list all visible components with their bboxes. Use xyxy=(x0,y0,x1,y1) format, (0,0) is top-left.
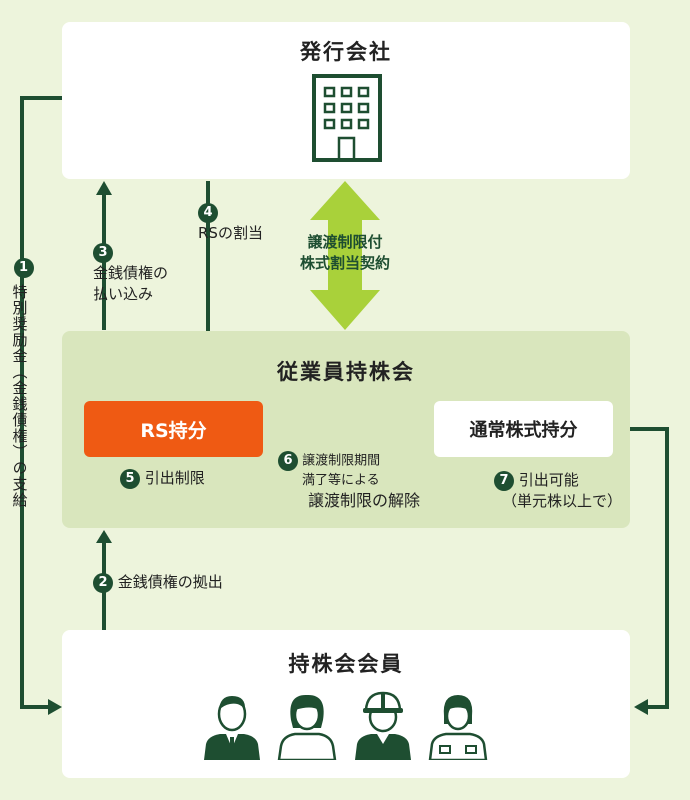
members-title: 持株会会員 xyxy=(288,652,404,676)
step-6-line-3: 譲渡制限の解除 xyxy=(308,491,421,510)
step-6-line-2: 満了等による xyxy=(302,473,380,488)
contract-line-2: 株式割当契約 xyxy=(299,254,390,272)
step-7-line-1: 引出可能 xyxy=(518,471,579,489)
businessman-icon xyxy=(204,696,260,760)
issuer-box: 発行会社 xyxy=(62,22,630,179)
step-5-label: 5 引出制限 xyxy=(120,468,205,489)
step-5-text: 引出制限 xyxy=(144,469,205,487)
step-1-number: 1 xyxy=(14,258,34,278)
step-4-label: 4 RSの割当 xyxy=(198,202,263,244)
female-worker-icon xyxy=(428,695,488,760)
step-7-number: 7 xyxy=(494,470,514,491)
contract-double-arrow xyxy=(310,181,380,330)
step-7-label: 7 引出可能 （単元株以上で） xyxy=(494,470,622,512)
step-3-line-1: 金銭債権の xyxy=(93,264,169,282)
normal-share-box: 通常株式持分 xyxy=(434,401,613,457)
members-box: 持株会会員 xyxy=(62,630,630,778)
step-5-number: 5 xyxy=(120,468,140,489)
step-6-line-1: 譲渡制限期間 xyxy=(302,453,381,469)
step-6-label: 6 譲渡制限期間 満了等による 譲渡制限の解除 xyxy=(278,451,420,512)
step-1-label: 1 特別奨励金（金銭債権）の支給 xyxy=(10,258,34,508)
step-4-number: 4 xyxy=(198,202,218,223)
issuer-title: 発行会社 xyxy=(300,40,392,64)
building-icon xyxy=(312,74,382,162)
step-3-number: 3 xyxy=(93,242,113,263)
step-2-text: 金銭債権の拠出 xyxy=(117,573,223,591)
step-2-number: 2 xyxy=(93,572,113,593)
step-7-line-2: （単元株以上で） xyxy=(502,492,623,510)
arrow-step-7 xyxy=(613,427,669,709)
step-3-label: 3 金銭債権の 払い込み xyxy=(93,242,168,305)
member-icons xyxy=(200,690,490,760)
woman-icon xyxy=(278,694,337,760)
rs-share-box: RS持分 xyxy=(84,401,263,457)
step-3-line-2: 払い込み xyxy=(93,285,154,303)
association-title: 従業員持株会 xyxy=(277,360,415,384)
worker-helmet-icon xyxy=(354,691,411,760)
contract-line-1: 譲渡制限付 xyxy=(307,233,383,251)
step-4-text: RSの割当 xyxy=(198,224,263,242)
step-6-number: 6 xyxy=(278,451,298,471)
step-1-text: 特別奨励金（金銭債権）の支給 xyxy=(10,284,29,508)
contract-label: 譲渡制限付 株式割当契約 xyxy=(279,232,411,274)
step-2-label: 2 金銭債権の拠出 xyxy=(93,572,223,593)
arrow-step-1 xyxy=(20,96,62,709)
